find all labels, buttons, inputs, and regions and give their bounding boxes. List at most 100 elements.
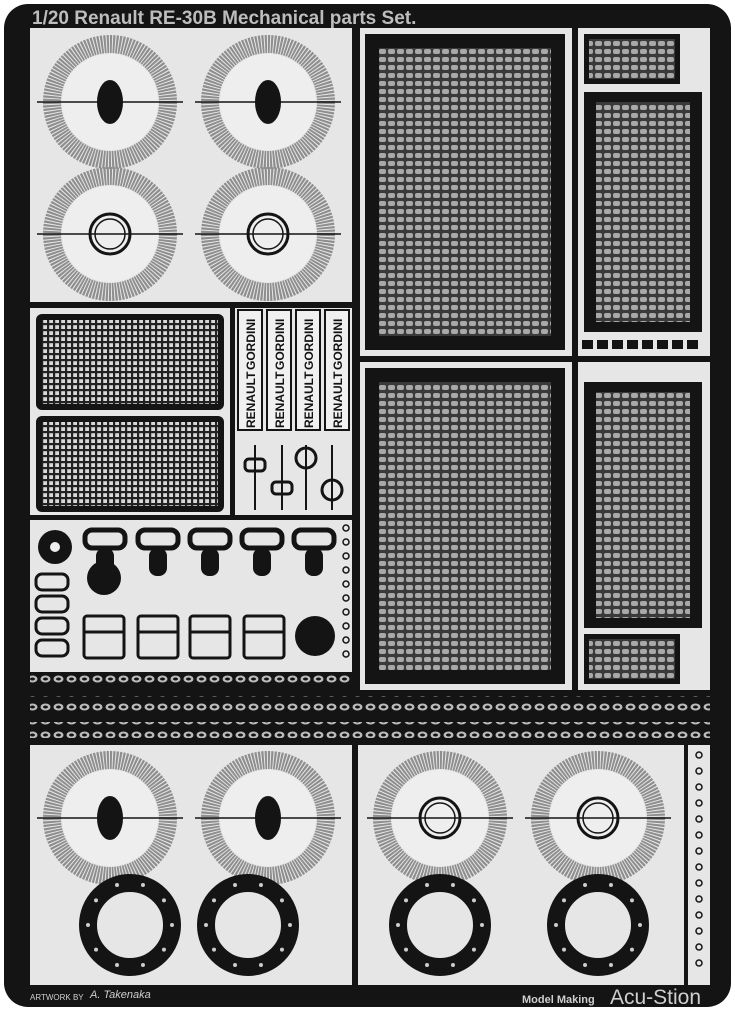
rivet-part — [695, 911, 703, 919]
bolt-hole — [404, 898, 409, 903]
bolt-hole — [279, 898, 284, 903]
bolt-hole — [425, 883, 430, 888]
badge-renault-text: RENAULT — [331, 371, 345, 428]
artwork-label: ARTWORK BY — [30, 993, 84, 1002]
maker-label: Model Making — [522, 994, 595, 1006]
tab-part — [612, 340, 623, 349]
bracket-tab — [305, 548, 323, 576]
disc-hub — [576, 796, 620, 840]
bracket-tab — [149, 548, 167, 576]
bracket-tab — [201, 548, 219, 576]
fret-panel — [30, 745, 352, 985]
disc-hub-inner — [94, 218, 126, 250]
badge-strip — [266, 309, 292, 431]
bracket-tab — [96, 548, 114, 576]
rivet-part — [695, 927, 703, 935]
tab-part — [597, 340, 608, 349]
rivet-part — [342, 608, 350, 616]
disc-hub — [88, 212, 132, 256]
badge-gordini-text: GORDINI — [331, 319, 345, 370]
brand-logo: Acu-Stion — [610, 986, 701, 1009]
rivet-part — [342, 594, 350, 602]
bolt-hole — [629, 898, 634, 903]
bolt-hole — [583, 962, 588, 967]
bolt-hole — [608, 962, 613, 967]
rivet-part — [695, 895, 703, 903]
bolt-hole — [140, 962, 145, 967]
tab-part — [657, 340, 668, 349]
grille-grid — [42, 320, 218, 404]
bolt-hole — [94, 898, 99, 903]
bolt-hole — [450, 962, 455, 967]
bolt-hole — [94, 947, 99, 952]
disc-hub — [255, 80, 281, 124]
bolt-hole — [608, 883, 613, 888]
small-mesh — [589, 39, 675, 79]
tab-part — [582, 340, 593, 349]
rivet-part — [342, 552, 350, 560]
rod-end — [294, 446, 318, 470]
bolt-hole — [425, 962, 430, 967]
disc-hub — [246, 212, 290, 256]
rivet-part — [695, 799, 703, 807]
bolt-hole — [471, 947, 476, 952]
rod-end — [270, 480, 294, 496]
radiator-mesh — [379, 382, 551, 670]
bolt-hole — [212, 898, 217, 903]
badge-renault-text: RENAULT — [302, 371, 316, 428]
clip-part — [34, 594, 70, 614]
bolt-hole — [161, 947, 166, 952]
badge-group: RENAULTGORDINIRENAULTGORDINIRENAULTGORDI… — [237, 309, 350, 431]
clip-part — [34, 616, 70, 636]
bolt-hole — [554, 923, 558, 927]
bolt-hole — [638, 923, 642, 927]
disc-hub-inner — [252, 218, 284, 250]
chain-strip — [30, 674, 350, 686]
cap-part — [295, 616, 335, 656]
disc-hub — [255, 796, 281, 840]
disc-hub — [418, 796, 462, 840]
rivet-part — [695, 815, 703, 823]
bolt-hole — [583, 883, 588, 888]
tab-part — [627, 340, 638, 349]
clip-part — [34, 638, 70, 658]
rivet-part — [695, 767, 703, 775]
rivet-part — [342, 650, 350, 658]
bolt-hole — [396, 923, 400, 927]
badge-gordini-text: GORDINI — [302, 319, 316, 370]
bolt-hole — [404, 947, 409, 952]
chain-strip — [30, 696, 710, 712]
rivet-part — [695, 943, 703, 951]
rivet-part — [342, 538, 350, 546]
bolt-hole — [562, 947, 567, 952]
bolt-hole — [212, 947, 217, 952]
side-mesh — [596, 392, 690, 618]
disc-hub-inner — [582, 802, 614, 834]
rivet-part — [342, 566, 350, 574]
rod-end — [243, 457, 267, 473]
fret-panel — [688, 745, 710, 985]
badge-gordini-text: GORDINI — [273, 319, 287, 370]
bracket-tab — [253, 548, 271, 576]
disc-hub — [97, 80, 123, 124]
badge-renault-text: RENAULT — [273, 371, 287, 428]
box-part — [136, 614, 180, 660]
grille-grid — [42, 422, 218, 506]
badge-gordini-text: GORDINI — [244, 319, 258, 370]
disc-hub — [97, 796, 123, 840]
bolt-hole — [161, 898, 166, 903]
badge-strip — [237, 309, 263, 431]
badge-renault-text: RENAULT — [244, 371, 258, 428]
bolt-hole — [480, 923, 484, 927]
box-part — [242, 614, 286, 660]
chain-strip — [30, 722, 710, 738]
box-part — [82, 614, 126, 660]
tab-part — [642, 340, 653, 349]
artist-signature: A. Takenaka — [89, 989, 151, 1001]
bolt-hole — [115, 883, 120, 888]
disc-hub-inner — [424, 802, 456, 834]
rivet-part — [695, 879, 703, 887]
tab-part — [687, 340, 698, 349]
bolt-hole — [288, 923, 292, 927]
